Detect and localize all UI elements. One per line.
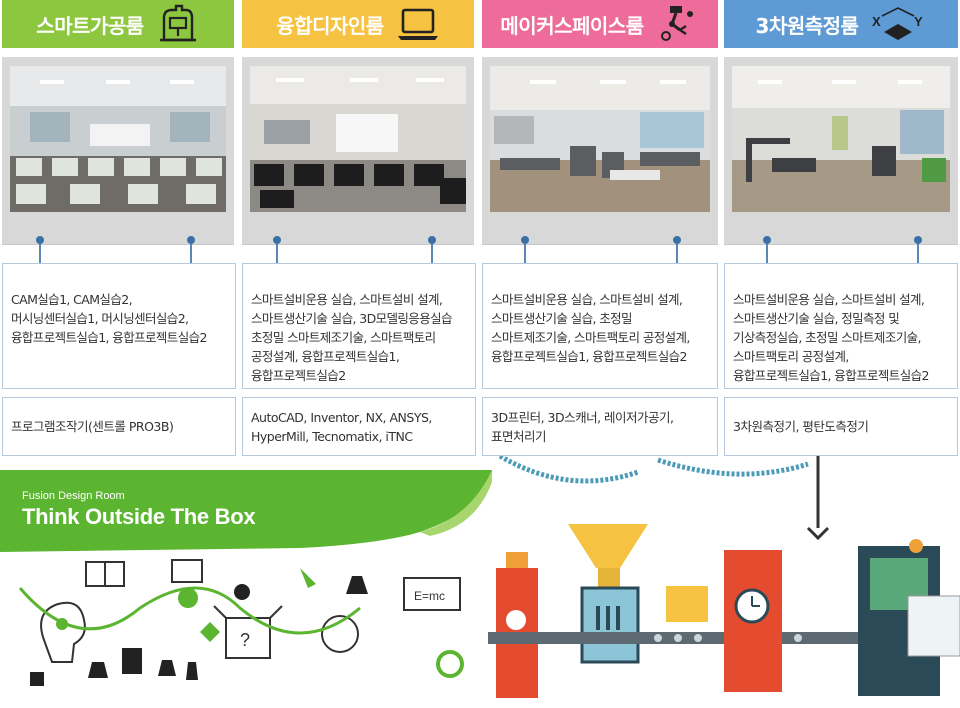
header-maker-space: 메이커스페이스룸 <box>482 0 718 48</box>
header-title: 스마트가공룸 <box>36 13 144 38</box>
photo-frame-smart-machining <box>2 57 234 245</box>
machine-tool-icon <box>159 4 196 42</box>
connector-dot <box>914 236 922 244</box>
monitor-icon <box>171 559 203 583</box>
banner-title: Think Outside The Box <box>22 504 256 529</box>
room-photo <box>490 66 710 212</box>
clock-machine <box>724 550 782 692</box>
connector-line <box>39 240 41 274</box>
connector-dot <box>273 236 281 244</box>
equipment-text: 3D프린터, 3D스캐너, 레이저가공기, 표면처리기 <box>491 409 674 444</box>
room-photo <box>10 66 226 212</box>
photo-frame-3d-measurement <box>724 57 958 245</box>
funnel-machine <box>568 524 648 664</box>
formula-text: E=mc <box>414 589 445 603</box>
equipment-maker-space: 3D프린터, 3D스캐너, 레이저가공기, 표면처리기 <box>482 397 718 456</box>
chess-icon <box>158 660 176 676</box>
connector-dot <box>673 236 681 244</box>
banner-subtitle: Fusion Design Room <box>22 490 125 502</box>
board-icon <box>403 577 461 611</box>
svg-text:?: ? <box>240 630 250 650</box>
equipment-3d-measurement: 3차원측정기, 평탄도측정기 <box>724 397 958 456</box>
room-photo <box>732 66 950 212</box>
course-list-smart-machining: CAM실습1, CAM실습2, 머시닝센터실습1, 머시닝센터실습2, 융합프로… <box>2 263 236 389</box>
fusion-banner <box>0 470 492 552</box>
connector-line <box>524 240 526 274</box>
header-title: 3차원측정룸 <box>755 13 859 38</box>
connector-line <box>431 240 433 274</box>
header-3d-measurement: 3차원측정룸 X Y <box>724 0 958 48</box>
course-list-fusion-design: 스마트설비운용 실습, 스마트설비 설계, 스마트생산기술 실습, 3D모델링응… <box>242 263 476 389</box>
header-title: 메이커스페이스룸 <box>500 13 644 38</box>
lightbulb-icon <box>234 584 250 600</box>
connector-line <box>276 240 278 274</box>
course-list-3d-measurement: 스마트설비운용 실습, 스마트설비 설계, 스마트생산기술 실습, 정밀측정 및… <box>724 263 958 389</box>
screen-machine <box>858 539 960 696</box>
connector-dot <box>521 236 529 244</box>
connector-line <box>766 240 768 274</box>
connector-line <box>190 240 192 274</box>
axis-x-label: X <box>872 14 881 29</box>
head-icon <box>40 601 86 663</box>
robot-arm-icon <box>660 6 693 41</box>
xy-axis-icon: X Y <box>872 7 924 40</box>
gear-icon <box>30 672 44 686</box>
connector-line <box>676 240 678 274</box>
header-fusion-design: 융합디자인룸 <box>242 0 474 48</box>
equipment-text: 프로그램조작기(센트롤 PRO3B) <box>11 419 174 434</box>
photo-frame-fusion-design <box>242 57 474 245</box>
factory-illustration <box>488 456 960 698</box>
equipment-smart-machining: 프로그램조작기(센트롤 PRO3B) <box>2 397 236 456</box>
room-photo <box>250 66 466 212</box>
flask-icon <box>88 662 108 678</box>
orange-machine <box>496 552 538 698</box>
connector-dot <box>428 236 436 244</box>
document-icon <box>122 648 142 674</box>
brain-icon <box>321 615 359 653</box>
laptop-icon <box>397 8 438 40</box>
photo-frame-maker-space <box>482 57 718 245</box>
connector-dot <box>187 236 195 244</box>
equipment-fusion-design: AutoCAD, Inventor, NX, ANSYS, HyperMill,… <box>242 397 476 456</box>
equipment-text: 3차원측정기, 평탄도측정기 <box>733 419 869 434</box>
think-outside-box-illustration: E=mc ? <box>18 559 464 686</box>
course-list-maker-space: 스마트설비운용 실습, 스마트설비 설계, 스마트생산기술 실습, 초정밀 스마… <box>482 263 718 389</box>
header-smart-machining: 스마트가공룸 <box>2 0 234 48</box>
connector-dot <box>36 236 44 244</box>
axis-y-label: Y <box>914 14 923 29</box>
connector-dot <box>763 236 771 244</box>
printout-icon <box>907 595 960 657</box>
package-box <box>666 586 708 622</box>
connector-line <box>917 240 919 274</box>
header-title: 융합디자인룸 <box>276 13 384 38</box>
equipment-text: AutoCAD, Inventor, NX, ANSYS, HyperMill,… <box>251 409 432 444</box>
